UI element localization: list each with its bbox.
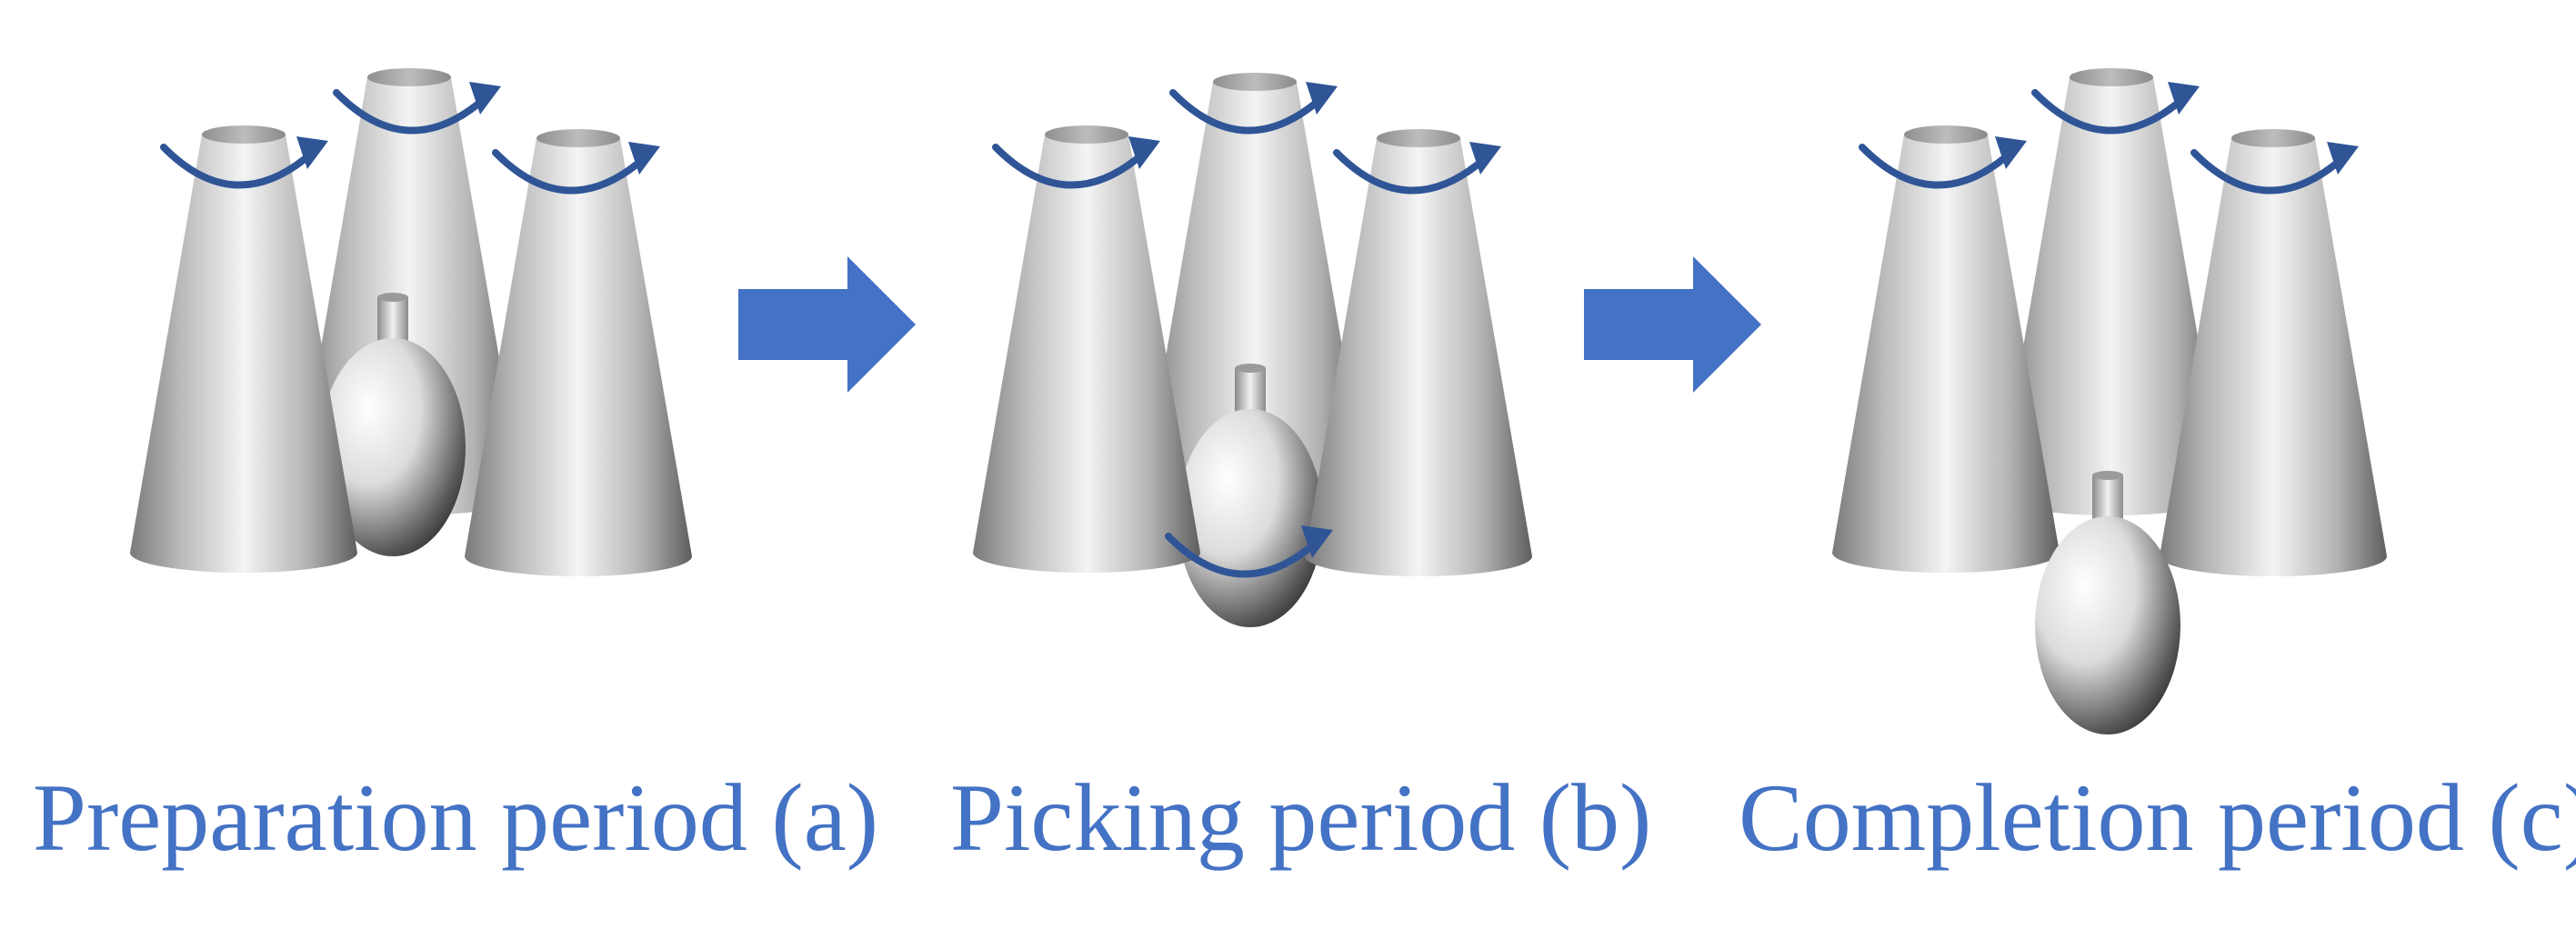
roller-right-cone-icon xyxy=(465,129,692,576)
label-preparation-period: Preparation period (a) xyxy=(33,764,879,871)
panel-picking xyxy=(973,73,1532,627)
arrow-right-icon xyxy=(738,256,916,393)
panel-completion xyxy=(1832,68,2387,734)
roller-left-cone-icon xyxy=(973,125,1200,573)
arrow-right-icon xyxy=(1584,256,1761,393)
panel-preparation xyxy=(130,68,692,576)
label-completion-period: Completion period (c) xyxy=(1739,764,2576,871)
label-picking-period: Picking period (b) xyxy=(950,764,1652,871)
